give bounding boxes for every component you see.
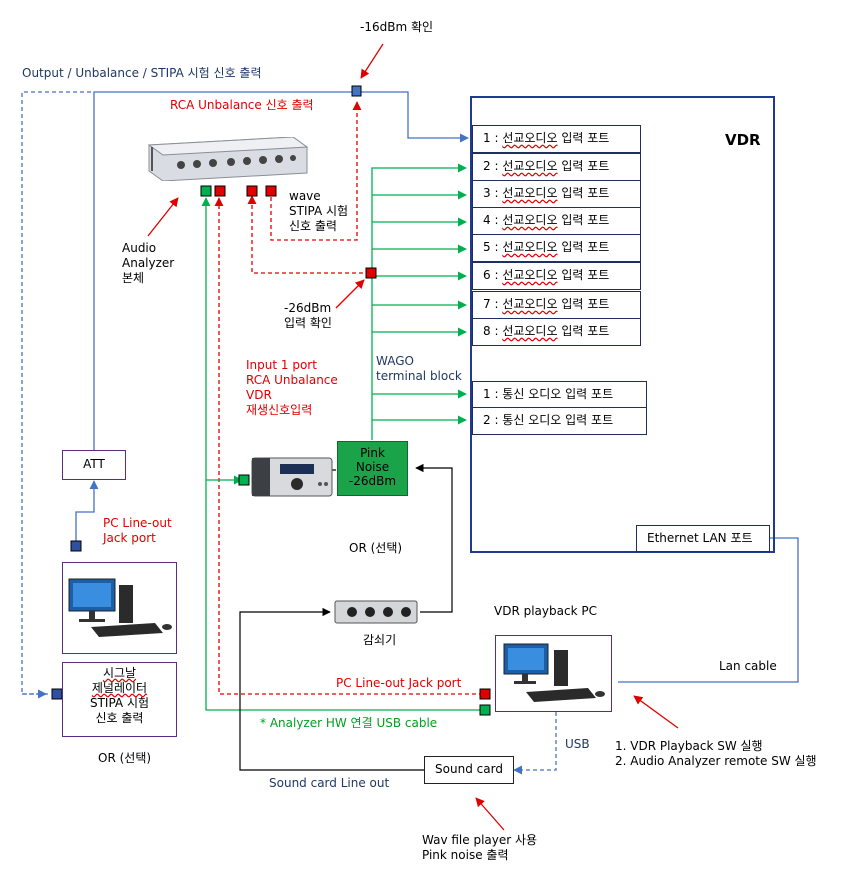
vdr-bridge-audio-port-2: 2 : 선교오디오 입력 포트	[472, 153, 641, 181]
red-dashed-pc-lineout	[214, 197, 483, 695]
attenuator-device	[334, 597, 418, 627]
vdr-bridge-audio-port-6: 6 : 선교오디오 입력 포트	[472, 262, 641, 290]
playback-device	[250, 452, 334, 498]
comm-port-1: 1 : 통신 오디오 입력 포트	[472, 381, 647, 408]
audio-analyzer-device	[143, 136, 309, 182]
red-dashed-minus26	[247, 195, 370, 274]
vdr-bridge-audio-port-5: 5 : 선교오디오 입력 포트	[472, 234, 641, 262]
usb-dashed-line	[513, 712, 557, 775]
sound-card-line-out-label: Sound card Line out	[269, 776, 390, 790]
vdr-bridge-audio-port-3: 3 : 선교오디오 입력 포트	[472, 180, 641, 208]
vdr-bridge-audio-port-8: 8 : 선교오디오 입력 포트	[472, 318, 641, 346]
vdr-bridge-audio-port-1: 1 : 선교오디오 입력 포트	[472, 125, 641, 153]
blue-output-line	[93, 91, 469, 452]
lan-cable-line	[618, 537, 799, 683]
vdr-playback-pc-box	[495, 635, 612, 712]
signal-generator-box: 시그날 제널레이터 STIPA 시험 신호 출력	[62, 662, 177, 737]
blue-pc-to-att	[75, 480, 99, 545]
att-box: ATT	[62, 450, 126, 480]
or-select-2: OR (선택)	[98, 751, 152, 765]
black-soundcard-loop	[239, 607, 424, 771]
vdr-box	[470, 96, 775, 553]
analyzer-usb-label: * Analyzer HW 연결 USB cable	[260, 716, 438, 730]
vdr-bridge-audio-port-7: 7 : 선교오디오 입력 포트	[472, 291, 641, 319]
left-pc-box	[62, 562, 177, 654]
lan-cable-label: Lan cable	[719, 659, 777, 673]
sound-card-box: Sound card	[424, 756, 514, 784]
usb-label: USB	[565, 737, 590, 751]
green-bus	[371, 163, 467, 420]
rca-output-label: RCA Unbalance 신호 출력	[170, 98, 314, 112]
or-select-1: OR (선택)	[349, 541, 403, 555]
green-analyzer-usb	[201, 197, 483, 711]
output-label: Output / Unbalance / STIPA 시험 신호 출력	[22, 66, 262, 80]
comm-port-2: 2 : 통신 오디오 입력 포트	[472, 407, 647, 435]
pc-lineout-jack-label: PC Line-out Jack port	[336, 676, 462, 690]
vdr-bridge-audio-port-4: 4 : 선교오디오 입력 포트	[472, 207, 641, 235]
vdr-title: VDR	[725, 131, 761, 149]
red-dashed-stipa	[270, 101, 362, 241]
black-att-to-pink	[415, 463, 453, 613]
ethernet-port: Ethernet LAN 포트	[636, 525, 770, 552]
vdr-playback-pc-label: VDR playback PC	[494, 604, 597, 618]
top-note: -16dBm 확인	[360, 20, 434, 34]
attenuator-label: 감쇠기	[363, 633, 397, 647]
